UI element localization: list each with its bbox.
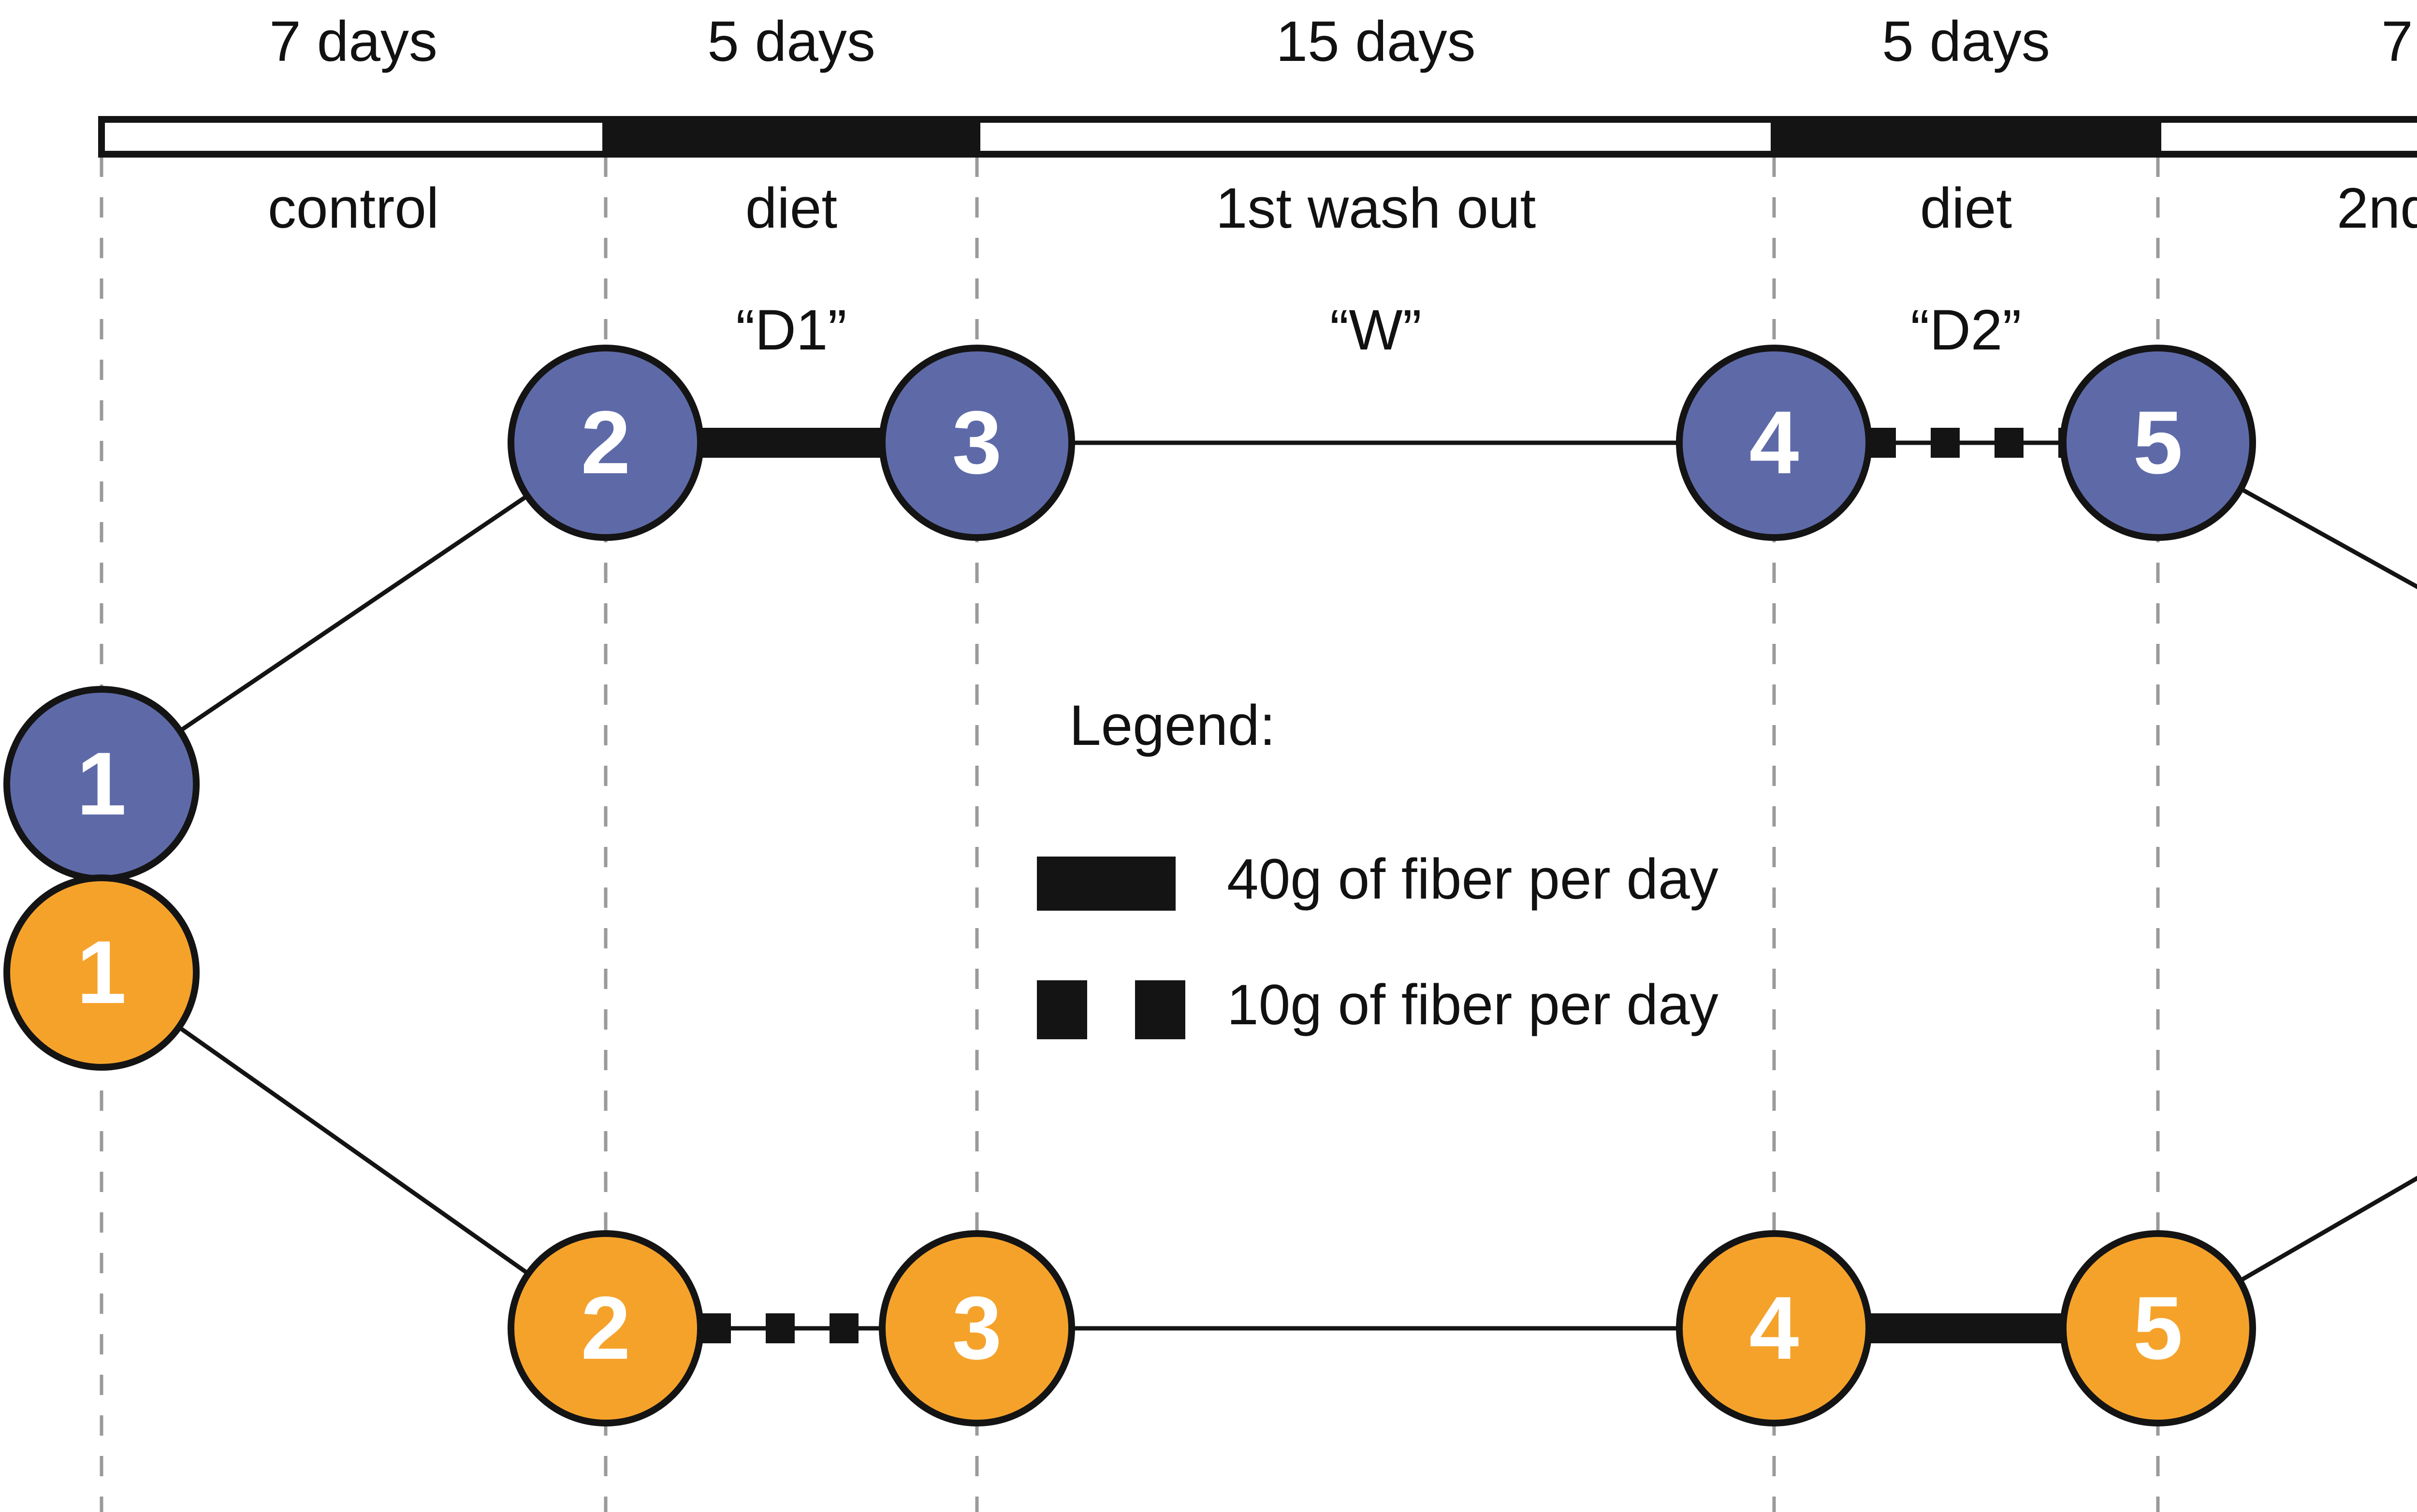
link-a-1-2 <box>100 441 607 786</box>
node-b-5[interactable] <box>2060 1230 2256 1426</box>
group-a-nodes: 1 2 3 4 5 6 <box>3 345 2256 882</box>
node-a-4-label: 4 <box>1749 393 1799 493</box>
node-b-2[interactable] <box>508 1230 704 1426</box>
link-b-1-2 <box>100 971 607 1330</box>
duration-label-4: 7 days <box>2381 10 2417 73</box>
duration-label-0: 7 days <box>269 10 437 73</box>
legend-marker-dashed-square-1-icon <box>1037 980 1087 1039</box>
duration-labels: 7 days 5 days 15 days 5 days 7 days <box>269 10 2417 73</box>
node-a-1-label: 1 <box>77 734 127 834</box>
node-a-2[interactable] <box>508 345 704 541</box>
node-b-4-label: 4 <box>1749 1279 1799 1378</box>
node-a-2-label: 2 <box>581 393 631 493</box>
bar-segment-diet-1 <box>602 116 980 158</box>
link-b-5-6 <box>2156 1176 2417 1330</box>
duration-label-1: 5 days <box>707 10 875 73</box>
node-b-3-label: 3 <box>952 1279 1002 1378</box>
node-b-2-label: 2 <box>581 1279 631 1378</box>
legend: Legend: 40g of fiber per day 10g of fibe… <box>1037 694 1718 1039</box>
phase-code-w: “W” <box>1330 298 1422 362</box>
link-a-5-6 <box>2156 441 2417 589</box>
legend-marker-dashed-square-2-icon <box>1135 980 1185 1039</box>
legend-title: Legend: <box>1069 694 1276 757</box>
timeline-bar <box>98 116 2417 158</box>
phase-label-diet-2: diet <box>1920 176 2012 240</box>
legend-item-1-label: 10g of fiber per day <box>1227 973 1718 1037</box>
node-a-5-label: 5 <box>2133 393 2183 493</box>
duration-label-2: 15 days <box>1276 10 1475 73</box>
node-b-1-label: 1 <box>77 923 127 1022</box>
phase-codes: “D1” “W” “D2” <box>736 298 2021 362</box>
node-b-4[interactable] <box>1676 1230 1872 1426</box>
legend-marker-solid-bar-icon <box>1037 857 1176 911</box>
node-b-1[interactable] <box>3 874 200 1071</box>
bar-segment-washout-2 <box>2155 116 2417 158</box>
phase-label-control: control <box>268 176 439 240</box>
group-b-nodes: 1 2 3 4 5 6 <box>3 874 2256 1426</box>
legend-item-0-label: 40g of fiber per day <box>1227 847 1718 911</box>
duration-label-3: 5 days <box>1882 10 2050 73</box>
node-a-4[interactable] <box>1676 345 1872 541</box>
phase-label-diet-1: diet <box>745 176 837 240</box>
bar-segment-control <box>98 116 609 158</box>
phase-code-d1: “D1” <box>736 298 846 362</box>
node-a-3[interactable] <box>879 345 1075 541</box>
node-a-3-label: 3 <box>952 393 1002 493</box>
phase-code-d2: “D2” <box>1910 298 2021 362</box>
bar-segment-diet-2 <box>1771 116 2161 158</box>
bar-segment-washout-1 <box>974 116 1777 158</box>
phase-label-washout-1: 1st wash out <box>1216 176 1536 240</box>
node-b-3[interactable] <box>879 1230 1075 1426</box>
phase-labels: control diet 1st wash out diet 2nd wash … <box>268 176 2417 240</box>
node-a-5[interactable] <box>2060 345 2256 541</box>
phase-label-washout-2: 2nd wash out <box>2337 176 2417 240</box>
node-b-5-label: 5 <box>2133 1279 2183 1378</box>
